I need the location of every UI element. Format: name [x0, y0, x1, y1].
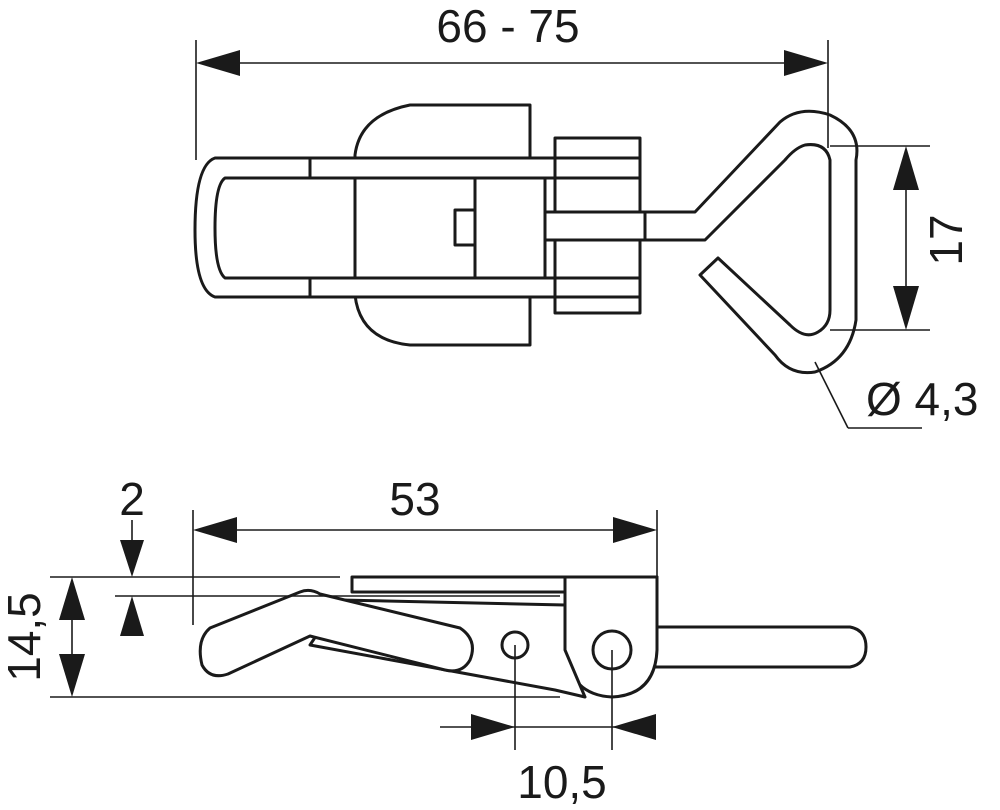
wire-end — [653, 625, 868, 669]
wire-loop — [558, 109, 859, 375]
dim-total-height: 14,5 — [0, 592, 50, 682]
dim-base-length: 53 — [389, 473, 440, 525]
tab — [453, 208, 477, 247]
side-view: 53 2 14,5 10,5 — [0, 473, 868, 808]
lever-frame — [193, 156, 557, 299]
dim-plate-thickness: 2 — [119, 473, 145, 525]
dim-loop-height: 17 — [920, 214, 972, 265]
dim-overall-length: 66 - 75 — [436, 0, 579, 52]
dim-wire-diameter: Ø 4,3 — [866, 373, 979, 425]
dim-hole-spacing: 10,5 — [517, 756, 607, 808]
handle — [198, 588, 474, 678]
center-block — [353, 176, 547, 280]
top-view: 66 - 75 17 Ø 4,3 — [193, 0, 979, 429]
